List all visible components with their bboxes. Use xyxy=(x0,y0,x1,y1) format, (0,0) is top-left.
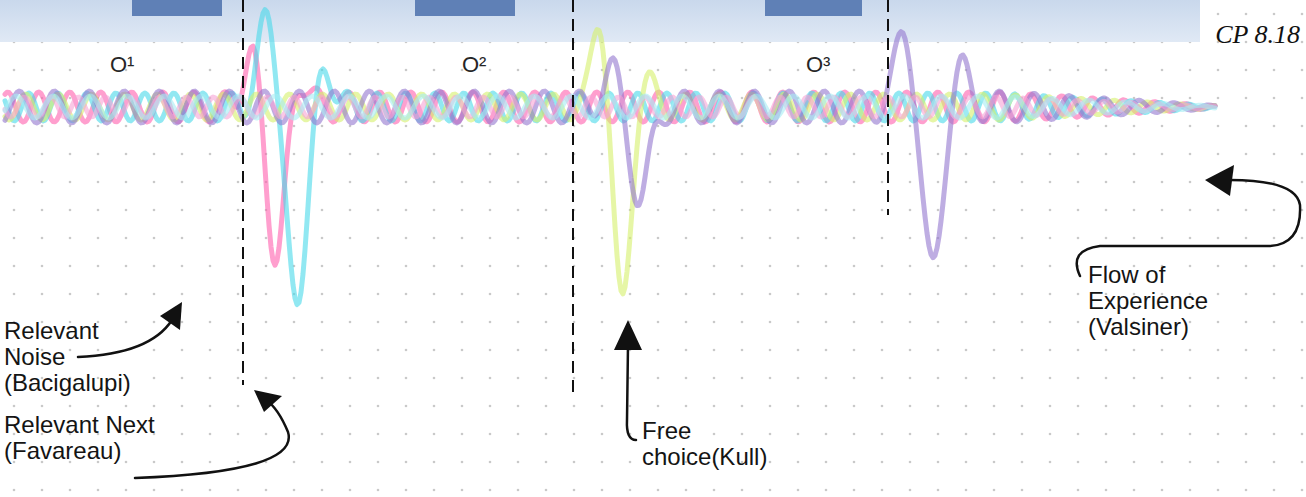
callout-label: Relevant Next (Favareau) xyxy=(4,412,189,464)
divider-line xyxy=(887,0,889,215)
section-label: O² xyxy=(462,52,486,78)
page-number: CP 8.18 xyxy=(1215,22,1300,48)
divider-lines xyxy=(243,0,888,395)
divider-line xyxy=(242,0,244,385)
wave-line xyxy=(5,32,1215,258)
leader-lines xyxy=(78,180,1300,478)
header-tab xyxy=(765,0,862,16)
callout-label: Relevant Noise (Bacigalupi) xyxy=(4,318,154,396)
arrowhead xyxy=(160,302,182,330)
arrowhead xyxy=(254,390,282,412)
arrowhead xyxy=(1205,165,1234,196)
divider-line xyxy=(572,0,574,395)
wave-line xyxy=(5,10,1215,305)
arrowheads xyxy=(160,165,1234,412)
arrowhead xyxy=(614,320,642,350)
wave-group xyxy=(5,10,1215,305)
header-tab xyxy=(132,0,222,16)
wave-line xyxy=(5,96,1215,118)
leader-line xyxy=(135,400,289,478)
wave-line xyxy=(5,97,1215,117)
leader-line xyxy=(627,345,636,440)
callout-label: Flow of Experience (Valsiner) xyxy=(1088,262,1228,340)
callout-label: Free choice(Kull) xyxy=(642,418,802,470)
section-label: O³ xyxy=(806,52,830,78)
section-label: O¹ xyxy=(110,52,134,78)
header-tab xyxy=(415,0,515,16)
wave-line xyxy=(5,30,1215,294)
